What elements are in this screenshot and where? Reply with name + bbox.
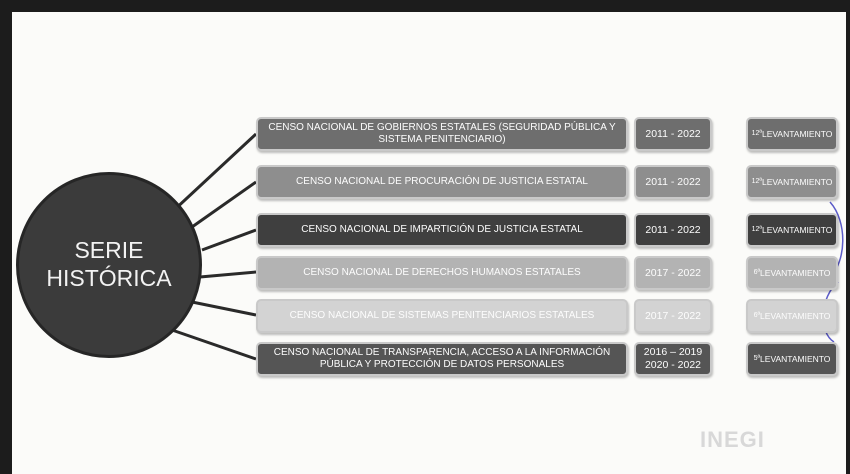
levantamiento-label: LEVANTAMIENTO — [760, 267, 831, 278]
levantamiento-number: 12ª — [751, 225, 762, 233]
connector-lines — [170, 132, 844, 361]
connector-line-5 — [191, 300, 257, 317]
levantamiento-label: LEVANTAMIENTO — [760, 353, 831, 364]
census-years-box: 2011 - 2022 — [634, 165, 712, 199]
levantamiento-label: LEVANTAMIENTO — [762, 224, 833, 235]
connector-line-4 — [199, 270, 257, 279]
census-years-box: 2017 - 2022 — [634, 299, 712, 333]
levantamiento-label: LEVANTAMIENTO — [762, 176, 833, 187]
census-years-box: 2017 - 2022 — [634, 256, 712, 290]
center-title-line2: HISTÓRICA — [46, 265, 172, 291]
slide: SERIE HISTÓRICA CENSO NACIONAL DE GOBIER… — [12, 12, 846, 474]
connector-line-2 — [191, 180, 257, 229]
levantamiento-number: 6ª — [753, 268, 761, 276]
levantamiento-number: 12ª — [751, 177, 762, 185]
census-name-box: CENSO NACIONAL DE TRANSPARENCIA, ACCESO … — [256, 342, 628, 376]
census-years-box: 2016 – 2019 2020 - 2022 — [634, 342, 712, 376]
levantamiento-number: 12ª — [751, 129, 762, 137]
serie-historica-circle: SERIE HISTÓRICA — [16, 172, 202, 358]
census-name-box: CENSO NACIONAL DE PROCURACIÓN DE JUSTICI… — [256, 165, 628, 199]
census-name-box: CENSO NACIONAL DE DERECHOS HUMANOS ESTAT… — [256, 256, 628, 290]
connector-line-3 — [201, 228, 257, 252]
levantamiento-number: 6ª — [753, 311, 761, 319]
census-name-box: CENSO NACIONAL DE SISTEMAS PENITENCIARIO… — [256, 299, 628, 333]
census-years-box: 2011 - 2022 — [634, 213, 712, 247]
census-name-box: CENSO NACIONAL DE GOBIERNOS ESTATALES (S… — [256, 117, 628, 151]
levantamiento-number: 5ª — [753, 354, 761, 362]
levantamiento-label: LEVANTAMIENTO — [760, 310, 831, 321]
connector-line-6 — [171, 328, 257, 361]
census-name-box: CENSO NACIONAL DE IMPARTICIÓN DE JUSTICI… — [256, 213, 628, 247]
center-title-line1: SERIE — [74, 237, 144, 264]
census-years-box: 2011 - 2022 — [634, 117, 712, 151]
connector-line-1 — [170, 132, 258, 214]
inegi-logo: INEGI — [700, 427, 765, 452]
levantamiento-label: LEVANTAMIENTO — [762, 128, 833, 139]
